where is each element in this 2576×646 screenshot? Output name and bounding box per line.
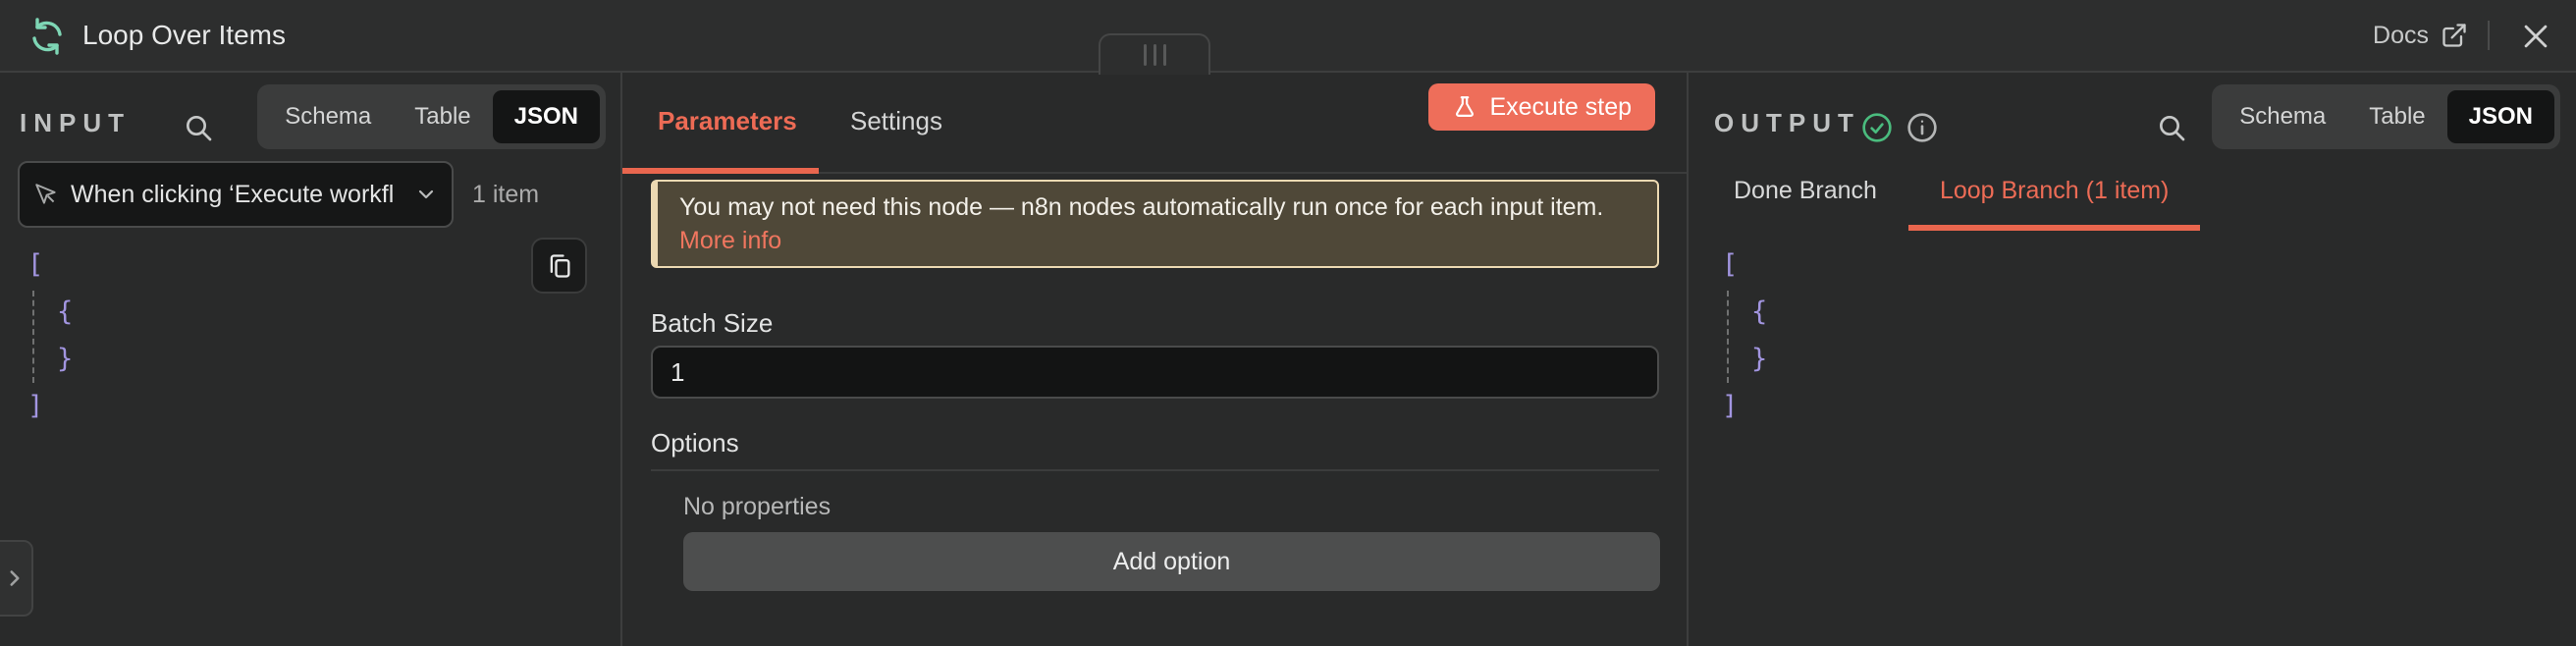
batch-size-label: Batch Size [651, 308, 774, 338]
input-view-switcher: Schema Table JSON [257, 84, 606, 149]
add-option-button[interactable]: Add option [683, 532, 1660, 591]
parameters-panel: Parameters Settings Execute step You may… [620, 73, 1689, 646]
node-detail-header: Loop Over Items Docs [0, 0, 2576, 73]
execute-step-button[interactable]: Execute step [1428, 83, 1655, 131]
close-icon[interactable] [2519, 20, 2552, 53]
hint-text: You may not need this node — n8n nodes a… [679, 193, 1604, 221]
panel-drag-handle[interactable] [1099, 33, 1210, 75]
expand-panel-button[interactable] [0, 540, 33, 617]
output-view-tab-schema[interactable]: Schema [2239, 103, 2327, 130]
flask-icon [1452, 94, 1477, 120]
json-line: [ [1722, 249, 1739, 280]
tab-parameters[interactable]: Parameters [658, 106, 797, 135]
node-title: Loop Over Items [82, 20, 286, 50]
json-line: [ [27, 249, 44, 280]
input-source-value: When clicking ‘Execute workfl [71, 180, 395, 208]
chevron-down-icon [414, 183, 438, 206]
loop-over-items-icon [27, 17, 67, 56]
active-tab-underline [622, 168, 819, 174]
output-branch-tabs: Done Branch Loop Branch (1 item) [1702, 157, 2201, 231]
input-view-tab-table[interactable]: Table [414, 103, 471, 130]
search-icon[interactable] [2156, 112, 2187, 143]
docs-label: Docs [2373, 21, 2429, 49]
options-divider [651, 469, 1659, 471]
copy-icon[interactable] [531, 238, 587, 294]
output-panel: OUTPUT Schema Table JSON Done Branch Loo… [1689, 73, 2576, 646]
options-empty-text: No properties [683, 493, 832, 520]
info-icon[interactable] [1906, 112, 1938, 143]
success-check-icon [1861, 112, 1893, 143]
batch-size-input[interactable] [651, 346, 1659, 399]
output-view-tab-table[interactable]: Table [2369, 103, 2426, 130]
input-source-dropdown[interactable]: When clicking ‘Execute workfl [18, 161, 454, 228]
tab-settings[interactable]: Settings [850, 106, 942, 135]
mouse-pointer-icon [33, 182, 59, 207]
output-panel-title: OUTPUT [1714, 108, 1860, 137]
json-indent-guide [1727, 291, 1729, 383]
output-json-view: [ { } ] [1722, 242, 1767, 430]
json-line: ] [27, 391, 44, 421]
json-indent-guide [32, 291, 34, 383]
json-line: } [1751, 344, 1768, 374]
input-json-view: [ { } ] [27, 242, 73, 430]
more-info-link[interactable]: More info [679, 227, 782, 254]
parameters-tab-bar: Parameters Settings Execute step [622, 73, 1687, 174]
json-line: { [1751, 296, 1768, 327]
input-item-count: 1 item [472, 181, 540, 208]
input-panel: INPUT Schema Table JSON When clicking ‘E… [0, 73, 620, 646]
search-icon[interactable] [183, 112, 214, 143]
execute-step-label: Execute step [1489, 92, 1632, 121]
docs-link[interactable]: Docs [2373, 0, 2468, 71]
branch-tab-done[interactable]: Done Branch [1734, 177, 1877, 204]
json-line: { [57, 296, 74, 327]
output-view-switcher: Schema Table JSON [2212, 84, 2560, 149]
options-label: Options [651, 428, 739, 458]
branch-tab-loop[interactable]: Loop Branch (1 item) [1907, 157, 2201, 231]
input-view-tab-schema[interactable]: Schema [285, 103, 372, 130]
header-divider [2488, 21, 2490, 50]
input-panel-title: INPUT [20, 108, 131, 137]
output-view-tab-json[interactable]: JSON [2446, 90, 2554, 143]
json-line: ] [1722, 391, 1739, 421]
json-line: } [57, 344, 74, 374]
external-link-icon [2441, 22, 2468, 49]
input-view-tab-json[interactable]: JSON [492, 90, 600, 143]
node-hint-callout: You may not need this node — n8n nodes a… [651, 180, 1659, 268]
